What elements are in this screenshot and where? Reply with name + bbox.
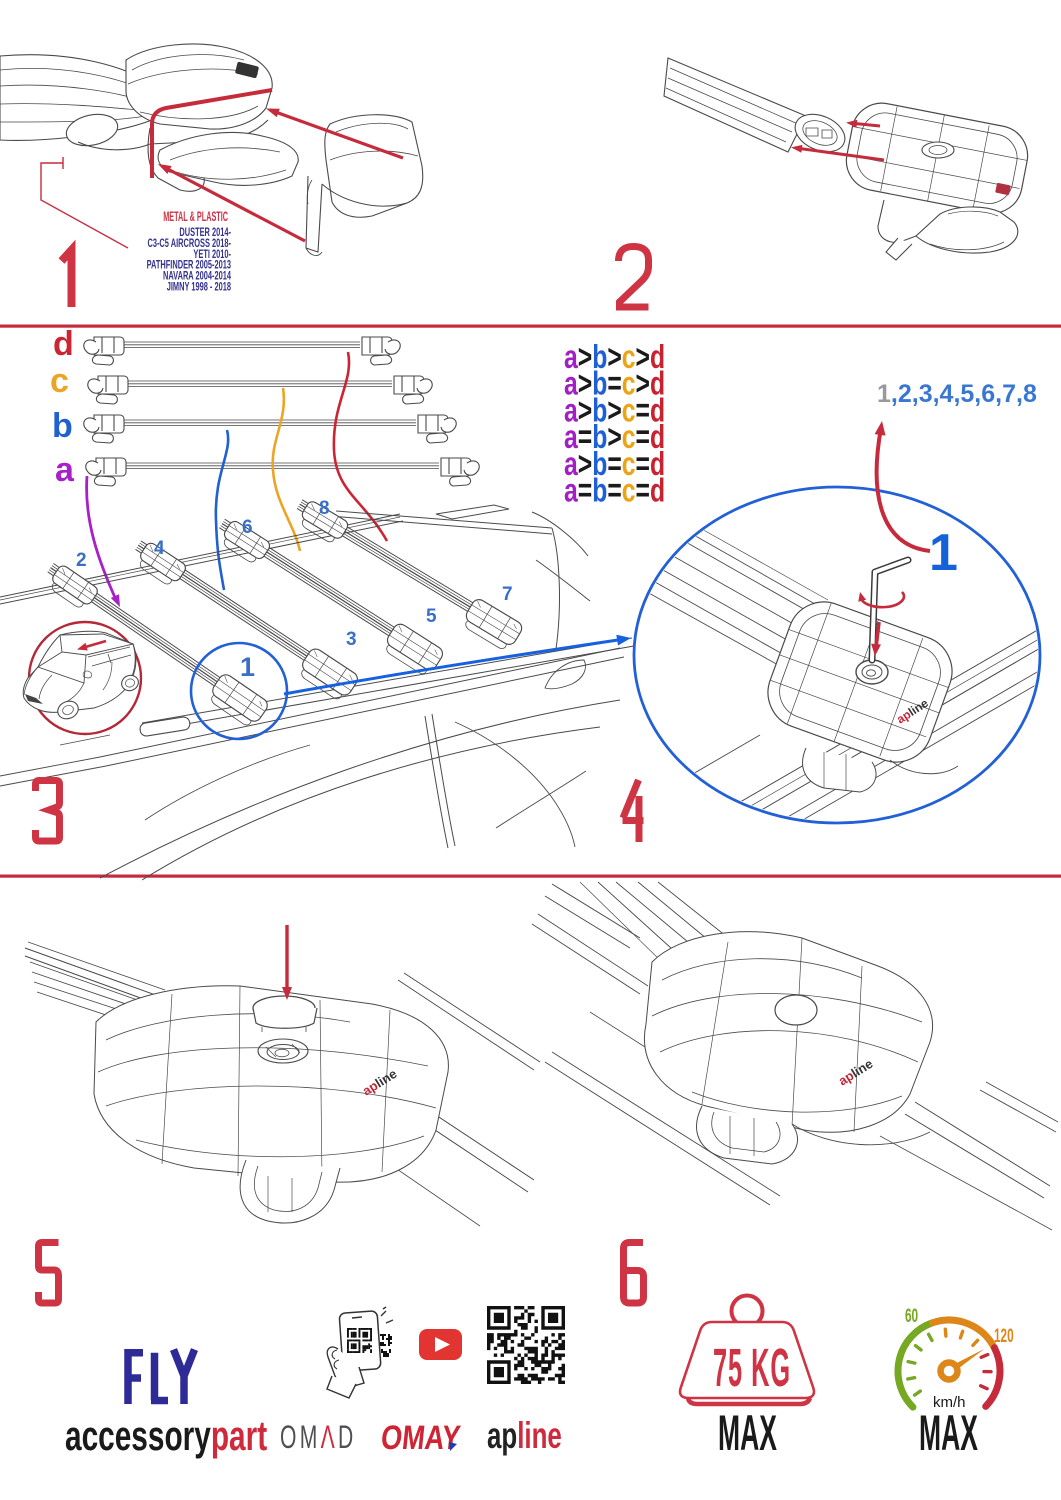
svg-text:2: 2 bbox=[76, 550, 87, 571]
svg-text:MAX: MAX bbox=[718, 1406, 777, 1461]
svg-text:3: 3 bbox=[346, 629, 357, 650]
svg-text:a=b=c=d: a=b=c=d bbox=[564, 473, 665, 509]
svg-text:km/h: km/h bbox=[933, 1394, 966, 1411]
svg-text:75 KG: 75 KG bbox=[713, 1337, 791, 1397]
svg-text:6: 6 bbox=[242, 517, 253, 538]
svg-text:NAVARA 2004-2014: NAVARA 2004-2014 bbox=[163, 270, 231, 283]
svg-text:a>b>c>d: a>b>c>d bbox=[564, 340, 665, 376]
svg-text:7: 7 bbox=[502, 584, 513, 605]
svg-text:apline: apline bbox=[487, 1414, 562, 1456]
svg-text:c: c bbox=[50, 362, 69, 400]
svg-text:C3-C5 AIRCROSS 2018-: C3-C5 AIRCROSS 2018- bbox=[147, 237, 231, 250]
svg-text:DUSTER 2014-: DUSTER 2014- bbox=[179, 226, 231, 239]
svg-text:JIMNY 1998 - 2018: JIMNY 1998 - 2018 bbox=[167, 281, 232, 294]
svg-text:PATHFINDER 2005-2013: PATHFINDER 2005-2013 bbox=[147, 259, 232, 272]
svg-text:1: 1 bbox=[240, 652, 255, 682]
svg-text:120: 120 bbox=[994, 1326, 1014, 1346]
svg-text:a: a bbox=[55, 451, 75, 489]
svg-text:OMΛD: OMΛD bbox=[280, 1418, 357, 1455]
svg-text:b: b bbox=[52, 407, 73, 445]
svg-text:YETI 2010-: YETI 2010- bbox=[193, 248, 231, 261]
svg-text:MAX: MAX bbox=[919, 1406, 978, 1461]
svg-text:a>b>c=d: a>b>c=d bbox=[564, 393, 665, 429]
svg-text:a>b=c=d: a>b=c=d bbox=[564, 447, 665, 483]
svg-text:4: 4 bbox=[154, 538, 165, 559]
svg-text:accessorypart: accessorypart bbox=[65, 1412, 267, 1459]
svg-text:METAL & PLASTIC: METAL & PLASTIC bbox=[163, 210, 228, 225]
svg-text:1: 1 bbox=[929, 524, 958, 582]
svg-text:a>b=c>d: a>b=c>d bbox=[564, 366, 665, 402]
svg-text:1,2,3,4,5,6,7,8: 1,2,3,4,5,6,7,8 bbox=[877, 380, 1037, 408]
svg-text:60: 60 bbox=[905, 1306, 918, 1326]
svg-text:8: 8 bbox=[319, 498, 330, 519]
svg-text:OMAY: OMAY bbox=[379, 1418, 462, 1457]
svg-text:a=b>c=d: a=b>c=d bbox=[564, 420, 665, 456]
svg-text:d: d bbox=[53, 325, 74, 363]
svg-text:5: 5 bbox=[426, 606, 437, 627]
